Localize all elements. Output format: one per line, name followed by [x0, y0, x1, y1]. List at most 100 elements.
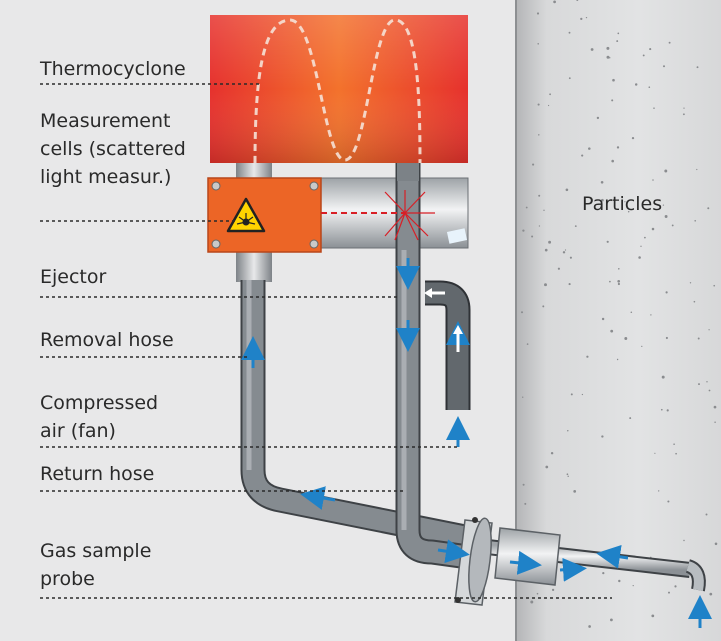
particle-dot [662, 204, 665, 206]
particle-dot [557, 267, 561, 270]
particle-dot [580, 17, 583, 21]
particle-dot [698, 383, 700, 386]
particle-dot [627, 211, 630, 213]
particle-dot [618, 579, 621, 583]
particle-dot [660, 408, 663, 411]
particle-dot [590, 48, 594, 51]
particle-dot [536, 12, 540, 15]
particle-dot [573, 490, 577, 493]
particle-dot [631, 136, 635, 140]
laser-cell-box [207, 177, 322, 253]
particle-dot [553, 0, 556, 4]
particle-dot [545, 465, 549, 469]
particle-dot [693, 606, 696, 609]
particle-dot [538, 134, 540, 136]
particle-dot [683, 539, 685, 542]
particle-dot [566, 473, 569, 476]
particle-dot [642, 54, 645, 57]
particle-dot [538, 194, 541, 197]
particle-dot [606, 46, 610, 50]
particle-dot [664, 169, 668, 173]
particle-dot [601, 435, 604, 438]
particle-dot [536, 592, 539, 595]
particle-dot [532, 163, 535, 166]
label-measurement-2: cells (scattered [40, 138, 186, 160]
particle-dot [640, 245, 642, 247]
particle-dot [542, 305, 545, 308]
particle-dot [616, 146, 620, 149]
particle-dot [654, 452, 656, 454]
particle-dot [606, 240, 609, 243]
particle-dot [662, 65, 666, 68]
particle-dot [683, 107, 685, 109]
particle-dot [525, 206, 528, 209]
particle-dot [674, 585, 677, 588]
particle-dot [548, 104, 550, 107]
particle-dot [570, 393, 573, 396]
particle-dot [568, 283, 571, 286]
particle-dot [714, 542, 718, 546]
particle-dot [665, 291, 668, 294]
particle-dot [616, 40, 619, 43]
particle-dot [610, 618, 613, 622]
particle-dot [673, 443, 675, 445]
return-hose [397, 163, 492, 571]
particle-dot [602, 571, 605, 575]
particle-dot [630, 311, 633, 314]
flow-arrow-icon [241, 258, 712, 628]
particle-dot [522, 483, 525, 486]
particle-dot [526, 343, 529, 345]
heater-connector [236, 163, 272, 179]
particle-dot [667, 500, 670, 503]
particle-dot [651, 614, 655, 618]
compressed-air-pipe [425, 282, 469, 410]
particle-dot [544, 283, 547, 287]
particle-dot [629, 417, 632, 420]
particle-dot [694, 219, 697, 222]
particle-dot [697, 337, 700, 340]
particle-dot [601, 317, 605, 321]
particle-dot [653, 107, 655, 109]
particle-dot [520, 311, 524, 314]
particle-dot [696, 168, 698, 171]
particle-dot [624, 337, 628, 340]
particle-dot [668, 41, 671, 44]
thermocyclone [210, 15, 468, 164]
label-ejector: Ejector [40, 266, 107, 288]
particle-dot [671, 224, 674, 227]
particle-dot [522, 229, 525, 232]
particle-dot [612, 78, 615, 82]
particle-dot [632, 584, 634, 587]
particle-dot [544, 248, 548, 252]
particle-dot [682, 113, 685, 116]
particle-dot [618, 268, 620, 270]
particle-dot [581, 393, 584, 396]
label-thermocyclone: Thermocyclone [40, 58, 186, 80]
label-removal-hose: Removal hose [40, 329, 174, 351]
particle-dot [617, 282, 620, 286]
particle-dot [665, 336, 668, 340]
particle-dot [537, 43, 539, 45]
particle-dot [661, 375, 665, 379]
particle-dot [709, 592, 713, 596]
particle-dot [650, 314, 652, 316]
particle-dot [538, 225, 541, 227]
label-probe-2: probe [40, 568, 95, 590]
particle-dot [562, 251, 566, 254]
particle-dot [713, 405, 717, 409]
particle-dot [567, 429, 569, 432]
particle-dot [611, 99, 614, 102]
particle-dot [567, 475, 569, 478]
particle-dot [617, 32, 620, 35]
label-measurement-3: light measur.) [40, 166, 172, 188]
particle-dot [550, 451, 554, 455]
particle-dot [696, 66, 699, 69]
particle-dot [675, 452, 677, 455]
label-measurement-1: Measurement [40, 110, 171, 132]
particle-dot [651, 227, 655, 231]
particle-dot [617, 279, 621, 283]
gas-sample-probe [454, 517, 706, 606]
particle-dot [666, 409, 669, 412]
